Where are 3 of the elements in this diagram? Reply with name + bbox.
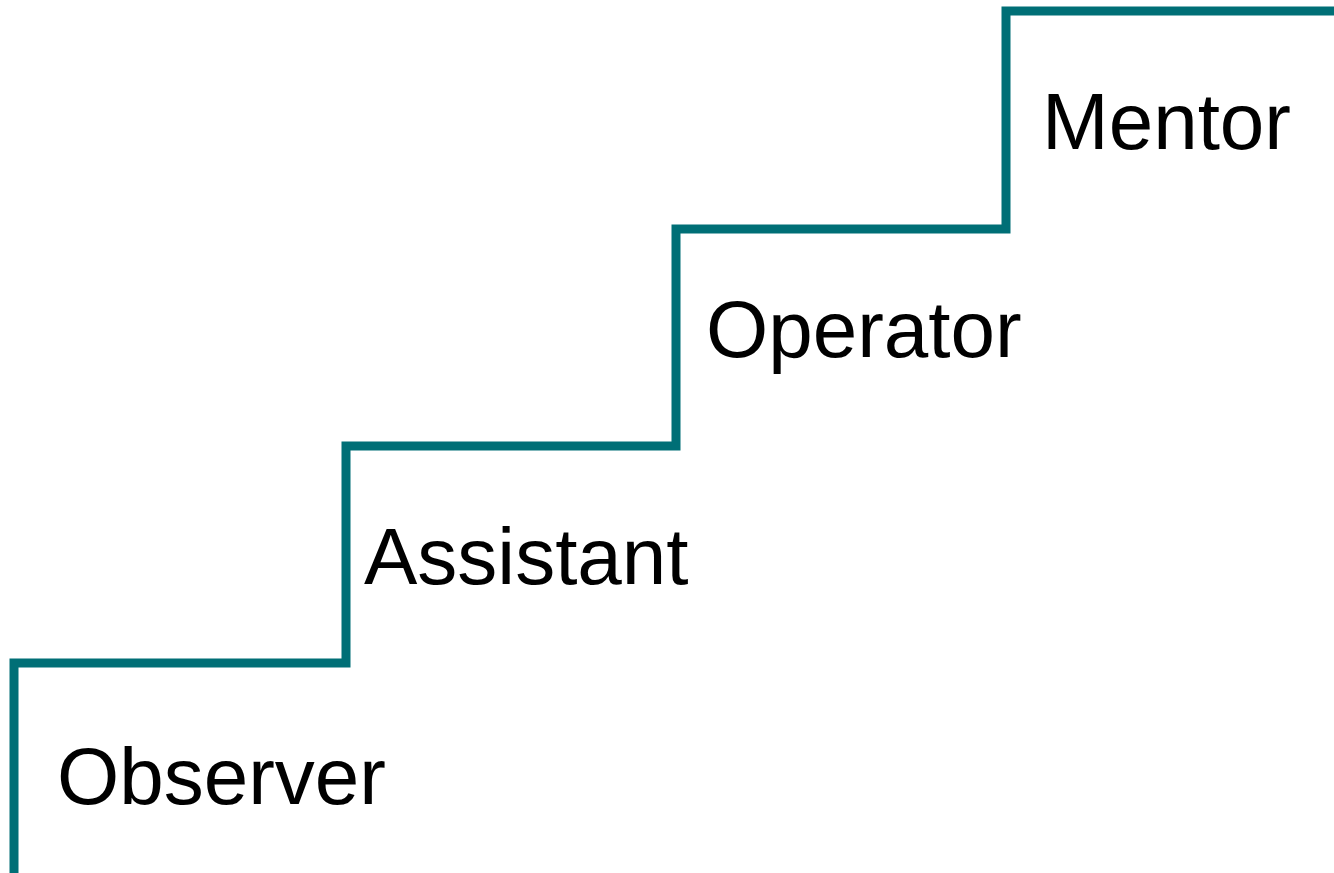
step-label: Observer — [57, 737, 386, 817]
step-label: Assistant — [364, 517, 689, 597]
step-label: Mentor — [1042, 82, 1291, 162]
